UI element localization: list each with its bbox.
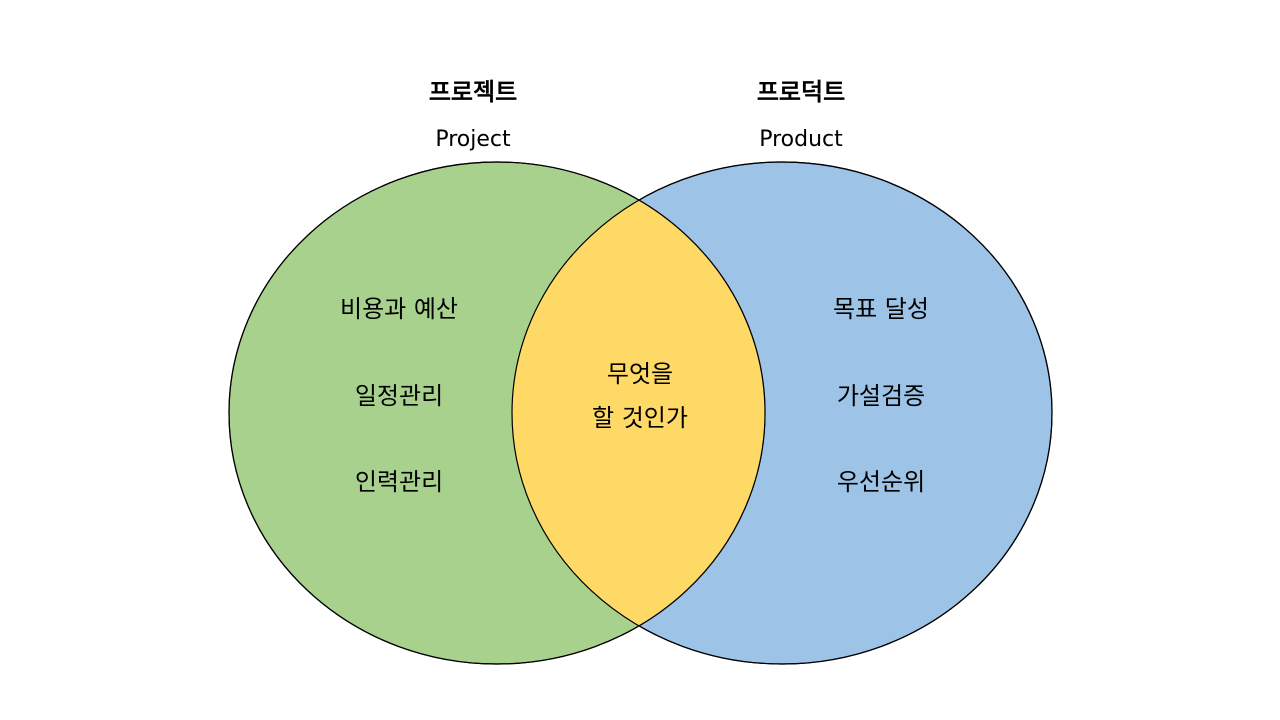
project-item-schedule: 일정관리 [355, 382, 443, 410]
overlap-line-2: 할 것인가 [592, 404, 688, 432]
product-item-priority: 우선순위 [837, 468, 925, 496]
project-title: 프로젝트 [429, 78, 517, 106]
product-subtitle: Product [759, 127, 843, 152]
product-title: 프로덕트 [757, 78, 845, 106]
product-item-hypothesis: 가설검증 [837, 382, 925, 410]
overlap-region [512, 162, 765, 664]
project-item-budget: 비용과 예산 [340, 295, 458, 323]
product-item-goal: 목표 달성 [833, 295, 929, 323]
product-circle-outline [511, 161, 1053, 665]
project-subtitle: Project [435, 127, 511, 152]
project-item-staffing: 인력관리 [355, 468, 443, 496]
project-circle-outline [228, 161, 766, 665]
overlap-line-1: 무엇을 [607, 360, 673, 388]
